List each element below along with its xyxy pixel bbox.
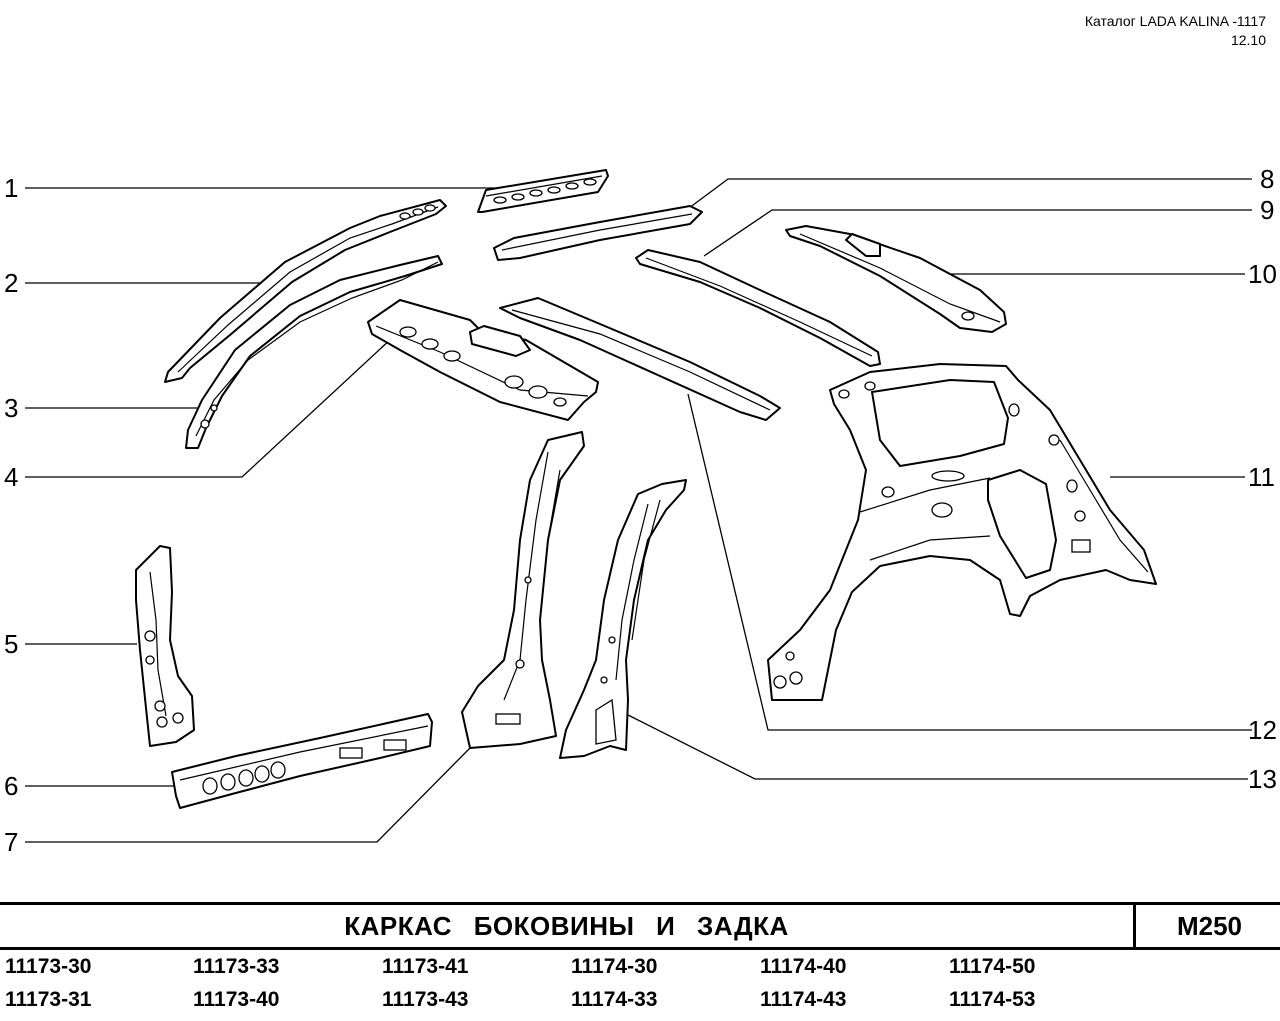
model-code: 11173-43: [382, 988, 469, 1011]
part-5: [135, 545, 195, 747]
part-11: [767, 363, 1157, 701]
callout-numbers: 1 2 3 4 5 6 7 8 9 10 11 12 13: [4, 164, 1277, 857]
callout-7: 7: [4, 827, 18, 857]
callout-2: 2: [4, 268, 18, 298]
diagram-title: КАРКАС БОКОВИНЫ И ЗАДКА: [344, 911, 789, 941]
leader-12: [687, 393, 1252, 731]
model-code: 11173-31: [5, 988, 92, 1011]
part-9: [635, 249, 881, 367]
callout-13: 13: [1248, 764, 1277, 794]
callout-1: 1: [4, 173, 18, 203]
parts-diagram: 1 2 3 4 5 6 7 8 9 10 11 12 13: [4, 164, 1277, 857]
model-code: 11174-30: [571, 955, 658, 978]
leader-lines: [25, 178, 1252, 843]
part-13: [559, 479, 687, 759]
callout-11: 11: [1248, 462, 1275, 492]
model-code: 11174-43: [760, 988, 847, 1011]
part-3: [185, 255, 443, 449]
callout-10: 10: [1248, 259, 1277, 289]
model-code: 11173-33: [193, 955, 280, 978]
leader-13: [627, 714, 1248, 780]
model-code: 11174-53: [949, 988, 1036, 1011]
part-4: [367, 299, 599, 421]
part-8: [493, 205, 703, 261]
model-code: 11174-33: [571, 988, 658, 1011]
model-code: 11173-40: [193, 988, 280, 1011]
model-code: 11173-30: [5, 955, 92, 978]
leader-4: [25, 337, 393, 478]
callout-5: 5: [4, 629, 18, 659]
part-7: [461, 431, 585, 749]
callout-3: 3: [4, 393, 18, 423]
callout-4: 4: [4, 462, 18, 492]
leader-8: [684, 178, 1252, 212]
model-code: 11173-41: [382, 955, 469, 978]
part-12: [499, 297, 781, 421]
callout-12: 12: [1248, 715, 1277, 745]
part-2: [164, 199, 447, 383]
model-code: 11174-50: [949, 955, 1036, 978]
part-1: [477, 169, 609, 213]
diagram-code: M250: [1133, 905, 1280, 947]
callout-8: 8: [1260, 164, 1274, 194]
catalog-name: Каталог LADA KALINA -1117: [1084, 13, 1266, 29]
part-10: [785, 225, 1007, 333]
leader-7: [25, 747, 471, 843]
callout-9: 9: [1260, 195, 1274, 225]
catalog-header: Каталог LADA KALINA -1117 12.10: [1085, 12, 1266, 50]
title-block: КАРКАС БОКОВИНЫ И ЗАДКА M250: [0, 902, 1280, 950]
catalog-date: 12.10: [1230, 32, 1266, 48]
callout-6: 6: [4, 771, 18, 801]
model-code: 11174-40: [760, 955, 847, 978]
part-6: [171, 713, 433, 809]
leader-9: [703, 209, 1252, 257]
